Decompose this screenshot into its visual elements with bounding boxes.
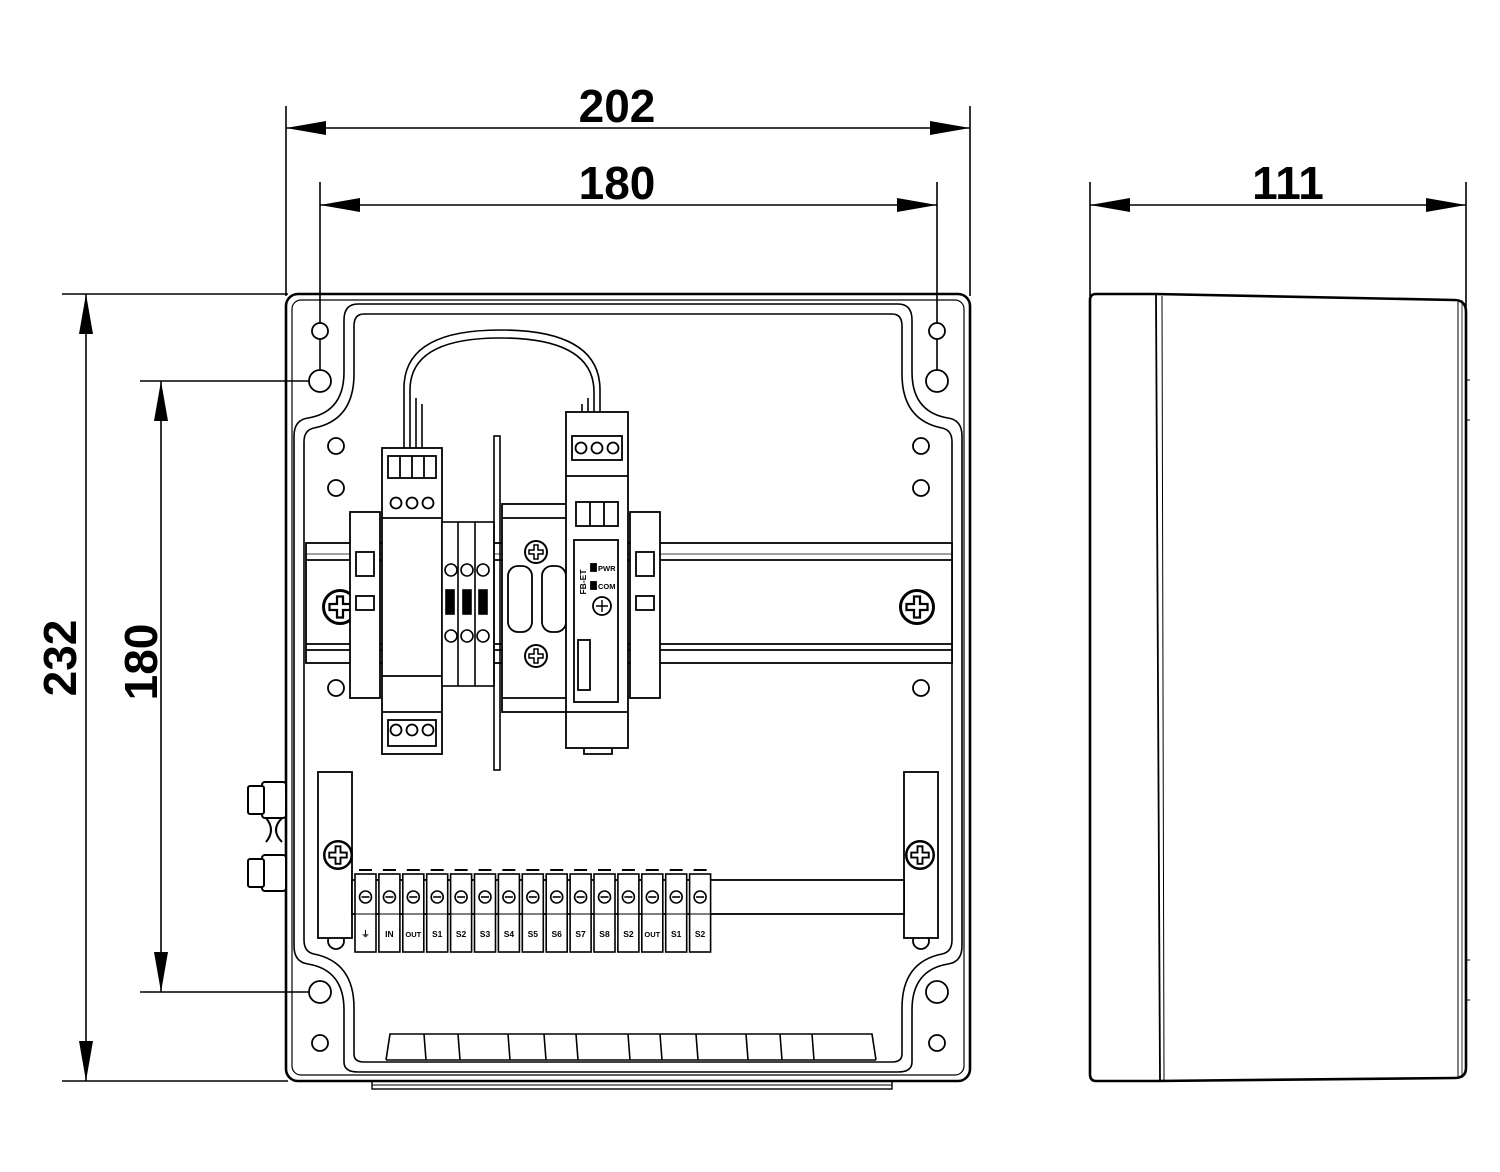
left-module — [381, 447, 443, 755]
rail-screw-right-icon — [899, 589, 935, 625]
terminal-label: S7 — [575, 929, 586, 939]
terminal-label: OUT — [405, 930, 421, 939]
device-model-label: FB-ET — [578, 569, 588, 595]
terminal-label: ⏚ — [361, 929, 370, 939]
led-label-pwr: PWR — [598, 564, 616, 573]
dimension-depth: 111 — [1252, 157, 1324, 209]
side-view-outline — [1088, 292, 1468, 1083]
terminal-label: S2 — [695, 929, 706, 939]
dimension-mounting-height: 180 — [115, 624, 167, 701]
dimension-lines — [62, 106, 1467, 1082]
terminal-block: S3 — [473, 869, 497, 953]
terminal-block-small — [441, 521, 495, 687]
terminal-block: IN — [378, 869, 401, 953]
terminal-block: S1 — [425, 869, 449, 953]
terminal-label: S4 — [504, 929, 515, 939]
dimension-overall-width: 202 — [579, 80, 656, 132]
terminal-strip: ⏚ IN OUT S1 S2 S3 S4 S5 S6 S7 S8 S2 OUT S1 S2 — [354, 869, 712, 953]
terminal-label: S1 — [671, 929, 682, 939]
seal-groove-inner — [303, 313, 953, 1063]
terminal-block: S6 — [545, 869, 569, 953]
terminal-label: S6 — [551, 929, 562, 939]
terminal-label: IN — [385, 929, 394, 939]
front-view: FB-ET PWR COM ⏚ IN OUT S1 S2 S3 S4 S5 S6 S7 S8 S2 OU… — [247, 292, 972, 1090]
terminal-label: OUT — [644, 930, 660, 939]
terminal-block: S7 — [569, 869, 592, 953]
terminal-block: S1 — [664, 869, 688, 953]
bracket-screw-bottom-icon — [524, 644, 548, 668]
side-view — [1088, 292, 1470, 1083]
dimension-overall-height: 232 — [34, 620, 86, 697]
terminal-block: S4 — [497, 869, 521, 953]
terminal-label: S8 — [599, 929, 610, 939]
central-bracket — [501, 503, 573, 713]
bracket-screw-top-icon — [524, 540, 548, 564]
fb-et-module — [565, 411, 629, 755]
enclosure-holes — [308, 322, 949, 1052]
terminal-label: S1 — [432, 929, 443, 939]
dimension-mounting-width: 180 — [579, 157, 656, 209]
terminal-label: S3 — [480, 929, 491, 939]
lower-screw-left-icon — [323, 840, 353, 870]
bottom-strip — [385, 1033, 877, 1061]
dimension-labels: 202 180 111 232 180 — [34, 80, 1324, 700]
lower-screw-right-icon — [905, 840, 935, 870]
terminal-block: S2 — [617, 869, 640, 953]
terminal-block: S2 — [688, 869, 712, 953]
terminal-label: S2 — [623, 929, 634, 939]
terminal-block: ⏚ — [354, 869, 377, 953]
terminal-block: OUT — [401, 869, 425, 953]
terminal-block: S5 — [521, 869, 545, 953]
terminal-block: S8 — [593, 869, 616, 953]
cable-glands — [247, 781, 287, 892]
led-label-com: COM — [598, 582, 616, 591]
terminal-label: S5 — [528, 929, 539, 939]
terminal-block: OUT — [640, 869, 664, 953]
terminal-block: S2 — [449, 869, 473, 953]
terminal-label: S2 — [456, 929, 467, 939]
seal-groove-outer — [293, 303, 963, 1073]
